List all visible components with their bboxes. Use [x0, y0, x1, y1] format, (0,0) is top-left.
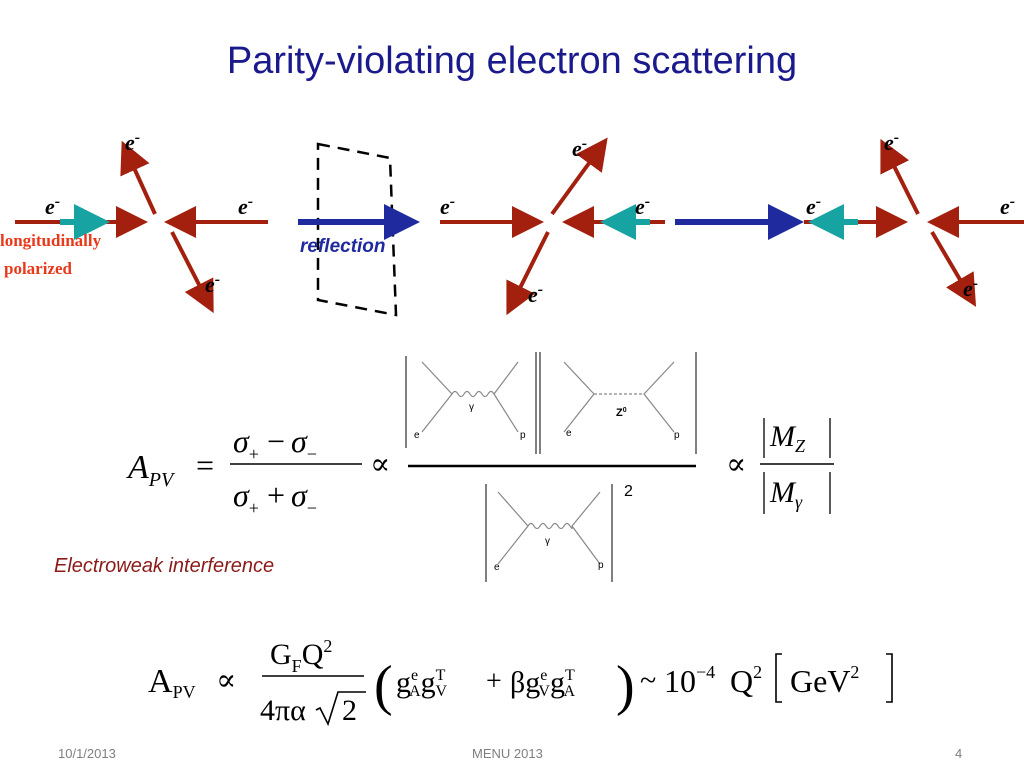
svg-text:Q2: Q2 [730, 662, 762, 699]
svg-text:e: e [414, 430, 420, 441]
denominator: σ++σ− [233, 477, 317, 518]
footer-page-number: 4 [955, 746, 963, 761]
svg-text:+: + [486, 666, 502, 697]
svg-text:γ: γ [545, 536, 550, 547]
label-longitudinally: longitudinally [0, 231, 102, 250]
svg-text:APV: APV [148, 663, 196, 702]
svg-text:∝: ∝ [216, 664, 236, 697]
svg-text:~: ~ [640, 664, 656, 697]
vertex-rotated [804, 138, 1024, 307]
electron-label: e- [806, 193, 821, 219]
svg-text:p: p [598, 560, 604, 571]
electron-label: e- [45, 193, 60, 219]
feynman-photon-denominator: e p γ [485, 484, 613, 582]
reflection-label: reflection [300, 236, 386, 257]
svg-text:2: 2 [342, 694, 357, 727]
mirror-plane [316, 142, 398, 317]
page-title: Parity-violating electron scattering [226, 40, 798, 82]
electron-label: e- [884, 129, 899, 155]
proportional-sign: ∝ [370, 448, 390, 481]
svg-text:p: p [674, 430, 680, 441]
electron-label: e- [125, 129, 140, 155]
proportional-sign: ∝ [726, 448, 746, 481]
electron-label: e- [635, 193, 650, 219]
footer-date: 10/1/2013 [58, 746, 116, 761]
equals-sign: = [196, 447, 214, 483]
electron-label: e- [963, 275, 978, 301]
electron-label: e- [205, 271, 220, 297]
mz-amplitude: MZ [769, 420, 806, 456]
numerator: σ+−σ− [233, 423, 317, 464]
svg-text:4πα: 4πα [260, 694, 306, 727]
electron-label: e- [572, 135, 587, 161]
svg-text:10−4: 10−4 [664, 662, 715, 699]
footer-conference: MENU 2013 [472, 746, 543, 761]
electron-label: e- [528, 281, 543, 307]
vertex-reflected [440, 137, 665, 316]
svg-text:GeV2: GeV2 [790, 662, 859, 699]
svg-text:γ: γ [469, 402, 474, 413]
svg-text:): ) [616, 655, 635, 717]
electron-label: e- [238, 193, 253, 219]
feynman-z: e p Z0 [535, 352, 697, 454]
svg-text:e: e [494, 562, 500, 573]
electroweak-caption: Electroweak interference [54, 555, 275, 577]
svg-text:(: ( [374, 655, 393, 717]
svg-text:GFQ2: GFQ2 [270, 636, 332, 676]
asymmetry-equation: APV = σ+−σ− σ++σ− ∝ e p γ e p Z0 e p γ [126, 352, 834, 582]
vertex-original [15, 140, 268, 314]
svg-text:e: e [566, 428, 572, 439]
scattering-diagram: e- e- e- e- longitudinally polarized ref… [0, 129, 1024, 317]
square-exponent: 2 [624, 483, 633, 500]
electron-label: e- [1000, 193, 1015, 219]
svg-text:p: p [520, 430, 526, 441]
electron-label: e- [440, 193, 455, 219]
svg-text:Z0: Z0 [616, 407, 627, 419]
feynman-photon: e p γ [405, 356, 537, 448]
label-polarized: polarized [4, 259, 73, 278]
apv-symbol: APV [126, 449, 176, 491]
mgamma-amplitude: Mγ [769, 476, 803, 512]
